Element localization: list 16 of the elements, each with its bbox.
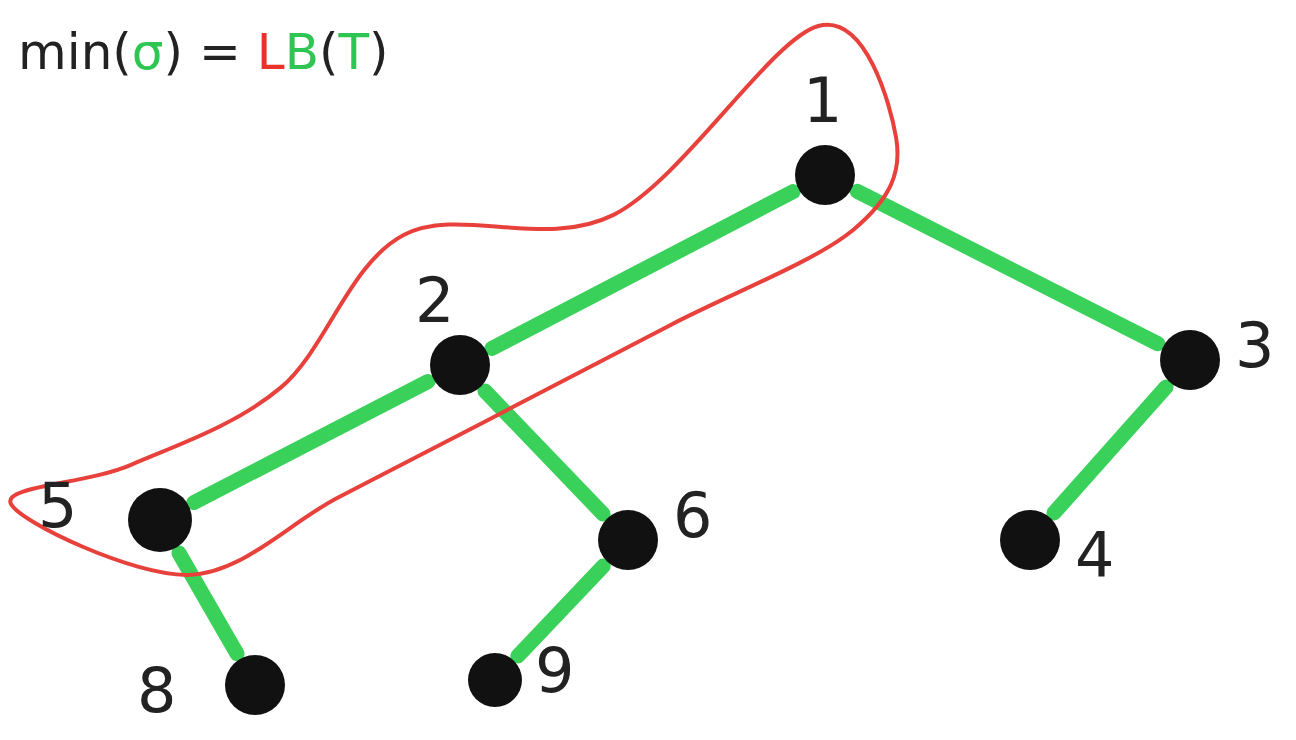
formula: min(σ) = LB(T) [18, 22, 389, 82]
tree-edge [186, 374, 436, 511]
node-number: 5 [38, 475, 78, 537]
node-number: 4 [1075, 525, 1115, 587]
node-number: 3 [1235, 315, 1275, 377]
tree-edge [510, 558, 611, 664]
node-number: 8 [137, 660, 177, 722]
tree-edge [477, 383, 611, 522]
node-number: 9 [535, 640, 575, 702]
tree-edge [171, 545, 245, 662]
node-number: 2 [415, 270, 455, 332]
tree-edge [849, 183, 1166, 352]
tree-edge [1046, 379, 1174, 521]
node-number: 1 [803, 70, 843, 132]
node-number: 6 [673, 485, 713, 547]
tree-edge [484, 184, 801, 356]
